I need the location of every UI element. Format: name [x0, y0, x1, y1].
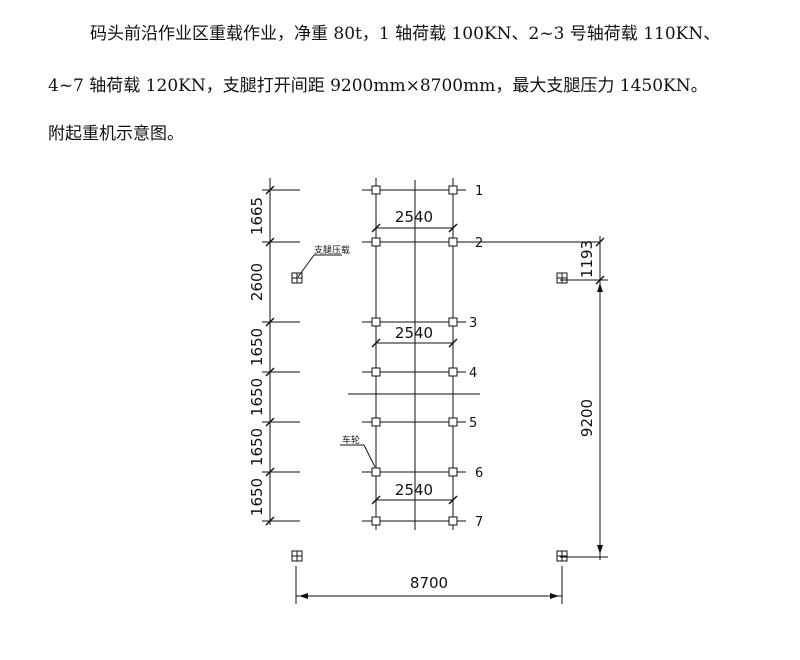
wheel-label: 车轮: [342, 434, 360, 446]
outrigger-label: 支腿压载: [314, 244, 350, 256]
description-line-2: 4~7 轴荷载 120KN，支腿打开间距 9200mm×8700mm，最大支腿压…: [48, 76, 708, 96]
left-dim-1665: 1665: [248, 197, 266, 235]
outrigger-bottom-right: [556, 550, 568, 562]
axle-label-1: 1: [475, 184, 483, 199]
track-dim-top: 2540: [395, 208, 433, 226]
description-line-1: 码头前沿作业区重载作业，净重 80t，1 轴荷载 100KN、2~3 号轴荷载 …: [90, 24, 721, 44]
wheel: [448, 185, 458, 195]
wheel: [448, 317, 458, 327]
description-line-3: 附起重机示意图。: [48, 124, 184, 144]
track-dim-bottom: 2540: [395, 481, 433, 499]
left-dim-1650-a: 1650: [248, 328, 266, 366]
outrigger-bottom-left: [291, 550, 303, 562]
outrigger-top-right: [556, 272, 568, 284]
left-dim-1650-b: 1650: [248, 378, 266, 416]
left-dim-2600: 2600: [248, 263, 266, 301]
wheel: [371, 367, 381, 377]
track-dim-middle: 2540: [395, 324, 433, 342]
wheel: [371, 185, 381, 195]
left-dim-1650-c: 1650: [248, 428, 266, 466]
wheel: [371, 417, 381, 427]
wheel: [448, 417, 458, 427]
axle-label-2: 2: [475, 236, 483, 251]
outrigger-top-left: [291, 272, 303, 284]
wheel: [448, 467, 458, 477]
bottom-dim-8700: 8700: [410, 574, 448, 592]
right-dim-1193: 1193: [578, 240, 596, 278]
wheel: [448, 516, 458, 526]
axle-label-7: 7: [475, 515, 483, 530]
axle-label-6: 6: [475, 466, 483, 481]
axle-label-4: 4: [469, 366, 477, 381]
axle-label-3: 3: [469, 316, 477, 331]
wheel: [371, 237, 381, 247]
right-dim-9200: 9200: [578, 399, 596, 437]
wheel: [448, 237, 458, 247]
wheel: [371, 317, 381, 327]
left-dim-1650-d: 1650: [248, 478, 266, 516]
axle-label-5: 5: [469, 416, 477, 431]
wheel: [448, 367, 458, 377]
wheel: [371, 467, 381, 477]
wheel: [371, 516, 381, 526]
